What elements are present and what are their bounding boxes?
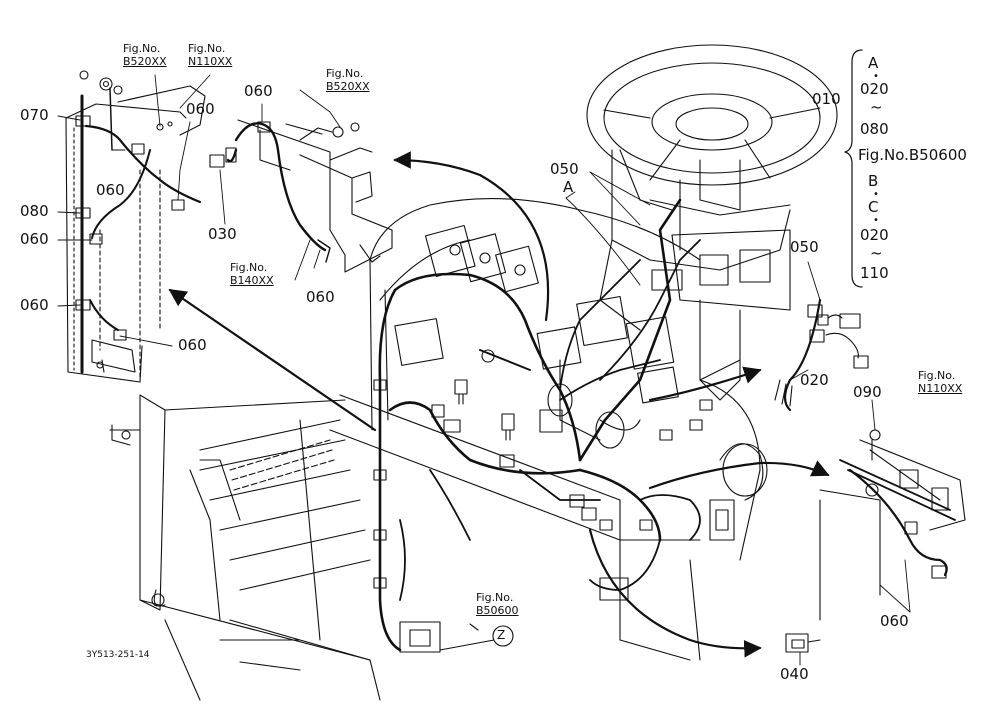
legend-brace-010 (844, 49, 863, 288)
legend-dot-2: • (873, 189, 879, 200)
right-rear-panel (819, 429, 966, 621)
legend-080: 080 (860, 120, 889, 138)
legend-dot-1: • (873, 71, 879, 82)
callout-050-upper: 050 (550, 160, 579, 178)
legend-020-second: 020 (860, 226, 889, 244)
upper-center-harness (226, 121, 331, 263)
callout-060-left-lower: 060 (20, 296, 49, 314)
legend-020-first: 020 (860, 80, 889, 98)
callout-070: 070 (20, 106, 49, 124)
steering-wheel (586, 44, 838, 211)
callout-060-panel-mid: 060 (96, 181, 125, 199)
left-harness (80, 87, 202, 374)
callout-060-right: 060 (880, 612, 909, 630)
fig-ref-b140xx: Fig.No. B140XX (230, 261, 274, 287)
callout-060-panel-bottom: 060 (178, 336, 207, 354)
legend-C: C (868, 198, 879, 216)
callout-080: 080 (20, 202, 49, 220)
callout-060-panel-top: 060 (186, 100, 215, 118)
z-callout-bubble (439, 623, 514, 651)
callout-060-bracket-top: 060 (244, 82, 273, 100)
steering-column (599, 149, 791, 401)
callout-010: 010 (812, 90, 841, 108)
legend-tilde-first: ~ (870, 98, 883, 116)
callout-020: 020 (800, 371, 829, 389)
leader-lines (57, 74, 911, 666)
flow-arrows (168, 151, 830, 658)
right-rear-harness (848, 468, 948, 596)
callout-A: A (563, 178, 574, 196)
upper-center-bracket (209, 119, 393, 273)
callout-050-right: 050 (790, 238, 819, 256)
callout-030: 030 (208, 225, 237, 243)
control-valve-cluster (394, 224, 679, 449)
legend-fig-b50600: Fig.No.B50600 (858, 146, 967, 164)
fig-ref-n110xx-right: Fig.No. N110XX (918, 369, 963, 395)
legend-110: 110 (860, 264, 889, 282)
legend-A: A (868, 54, 879, 72)
fig-ref-n110xx-left: Fig.No. N110XX (188, 42, 233, 68)
callout-090: 090 (853, 383, 882, 401)
fig-ref-b520xx-right: Fig.No. B520XX (326, 67, 370, 93)
harness-connectors (373, 379, 735, 653)
legend-tilde-second: ~ (870, 244, 883, 262)
callout-060-bracket-bottom: 060 (306, 288, 335, 306)
legend-B: B (868, 172, 879, 190)
drawing-code: 3Y513-251-14 (86, 650, 150, 660)
connector-040-part (785, 633, 821, 653)
main-front-harness (378, 198, 701, 652)
callout-Z: Z (497, 628, 506, 642)
callout-040: 040 (780, 665, 809, 683)
floor-platform (109, 394, 381, 701)
fig-ref-b50600: Fig.No. B50600 (476, 591, 519, 617)
callout-060-left-upper: 060 (20, 230, 49, 248)
legend-dot-3: • (873, 215, 879, 226)
fig-ref-b520xx-left: Fig.No. B520XX (123, 42, 167, 68)
